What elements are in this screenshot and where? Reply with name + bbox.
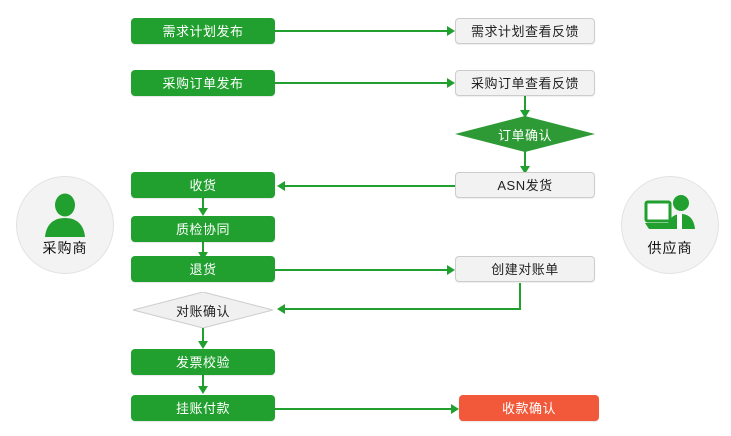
role-badge-buyer[interactable]: 采购商 xyxy=(16,176,114,274)
edge-receive-goods-to-quality xyxy=(202,198,204,210)
node-label: 采购订单查看反馈 xyxy=(470,75,579,91)
node-quality-collab[interactable]: 质检协同 xyxy=(131,216,275,242)
node-label: 收货 xyxy=(189,177,217,193)
node-label: 质检协同 xyxy=(175,221,230,237)
edge-return-goods-to-create-statement xyxy=(275,269,447,271)
node-label: 需求计划查看反馈 xyxy=(470,23,579,39)
node-return-goods[interactable]: 退货 xyxy=(131,256,275,282)
role-label-buyer: 采购商 xyxy=(42,239,88,256)
edge-quality-to-return-goods xyxy=(202,242,204,254)
diamond-shape xyxy=(455,116,595,152)
arrowhead-demand-plan-feedback xyxy=(447,26,455,36)
edge-order-confirm-to-asn xyxy=(524,150,526,168)
node-label: 需求计划发布 xyxy=(162,23,244,39)
edge-create-statement-drop xyxy=(519,283,521,310)
person-icon xyxy=(45,193,85,237)
node-label: 退货 xyxy=(189,261,217,277)
edge-create-statement-to-statement-confirm xyxy=(285,308,521,310)
node-demand-plan-feedback[interactable]: 需求计划查看反馈 xyxy=(455,18,595,44)
arrowhead-quality-collab xyxy=(198,208,208,216)
arrowhead-order-confirm xyxy=(520,110,530,118)
arrowhead-invoice-verify xyxy=(198,341,208,349)
node-label: 发票校验 xyxy=(175,354,230,370)
arrowhead-create-statement xyxy=(447,265,455,275)
node-label: 订单确认 xyxy=(497,127,552,143)
role-badge-supplier[interactable]: 供应商 xyxy=(621,176,719,274)
edge-statement-confirm-to-invoice xyxy=(202,327,204,343)
node-statement-confirm[interactable]: 对账确认 xyxy=(133,292,273,328)
arrowhead-order-feedback xyxy=(447,78,455,88)
node-purchase-order-publish[interactable]: 采购订单发布 xyxy=(131,70,275,96)
node-label: 挂账付款 xyxy=(175,400,230,416)
node-invoice-verify[interactable]: 发票校验 xyxy=(131,349,275,375)
edge-order-feedback-to-order-confirm xyxy=(524,96,526,112)
node-payment-posting[interactable]: 挂账付款 xyxy=(131,395,275,421)
node-demand-plan-publish[interactable]: 需求计划发布 xyxy=(131,18,275,44)
role-label-supplier: 供应商 xyxy=(647,239,693,256)
node-label: 收款确认 xyxy=(501,400,556,416)
edge-purchase-order-publish-to-feedback xyxy=(275,82,447,84)
edge-payment-posting-to-receipt-confirm xyxy=(275,408,451,410)
arrowhead-payment-posting xyxy=(198,386,208,394)
arrowhead-asn-shipment xyxy=(520,166,530,174)
node-label: ASN发货 xyxy=(497,177,553,193)
arrowhead-receive-goods xyxy=(277,181,285,191)
edge-invoice-to-payment-posting xyxy=(202,375,204,388)
node-order-confirm[interactable]: 订单确认 xyxy=(455,116,595,152)
node-label: 采购订单发布 xyxy=(162,75,244,91)
diamond-shape xyxy=(133,292,273,328)
arrowhead-payment-receipt-confirm xyxy=(451,404,459,414)
arrowhead-statement-confirm xyxy=(277,304,285,314)
person-at-computer-icon xyxy=(644,194,695,229)
node-order-feedback[interactable]: 采购订单查看反馈 xyxy=(455,70,595,96)
node-payment-receipt-confirm[interactable]: 收款确认 xyxy=(459,395,599,421)
node-receive-goods[interactable]: 收货 xyxy=(131,172,275,198)
edge-demand-plan-publish-to-feedback xyxy=(275,30,447,32)
node-label: 对账确认 xyxy=(175,303,230,319)
node-label: 创建对账单 xyxy=(491,261,559,277)
edge-asn-to-receive-goods xyxy=(285,185,455,187)
node-create-statement[interactable]: 创建对账单 xyxy=(455,256,595,282)
node-asn-shipment[interactable]: ASN发货 xyxy=(455,172,595,198)
